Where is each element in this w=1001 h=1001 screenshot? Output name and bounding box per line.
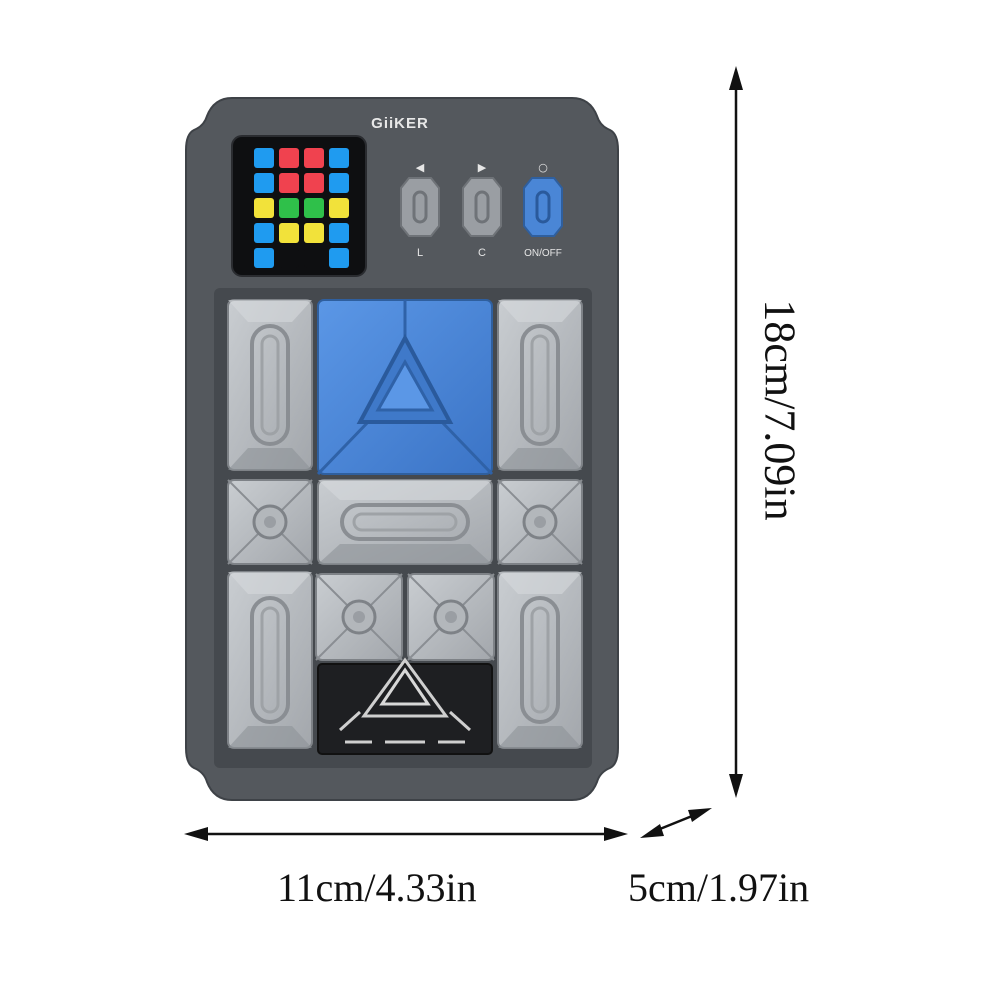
tile-vertical-bottom-right[interactable] bbox=[497, 571, 583, 749]
width-dimension-arrow bbox=[184, 827, 628, 841]
screen-pixel-yellow bbox=[254, 198, 274, 218]
tile-vertical-top-right[interactable] bbox=[497, 299, 583, 471]
button-label: L bbox=[417, 247, 423, 259]
tile-small-bottom-left[interactable] bbox=[315, 573, 403, 661]
arrow-left-icon: ◀ bbox=[416, 161, 425, 174]
button-c[interactable]: ▶C bbox=[462, 161, 502, 259]
exit-slot bbox=[317, 657, 493, 755]
width-dimension-label: 11cm/4.33in bbox=[277, 865, 477, 910]
tile-square-mid-right[interactable] bbox=[497, 479, 583, 565]
screen-pixel-yellow bbox=[279, 223, 299, 243]
tile-vertical-bottom-left[interactable] bbox=[227, 571, 313, 749]
power-symbol-icon: ○ bbox=[538, 161, 548, 174]
screen-pixel-red bbox=[304, 173, 324, 193]
tile-horizontal-middle[interactable] bbox=[317, 479, 493, 565]
brand-logo: GiiKER bbox=[371, 115, 429, 132]
screen-pixel-blue bbox=[254, 248, 274, 268]
depth-dimension-arrow bbox=[640, 808, 712, 838]
screen-pixel-off bbox=[304, 248, 324, 268]
screen-pixel-blue bbox=[329, 173, 349, 193]
display-pixel-grid bbox=[254, 148, 349, 268]
control-buttons: ◀L▶C○ON/OFF bbox=[400, 161, 563, 259]
screen-pixel-green bbox=[304, 198, 324, 218]
screen-pixel-blue bbox=[254, 148, 274, 168]
height-dimension-arrow bbox=[729, 66, 743, 798]
screen-pixel-blue bbox=[329, 223, 349, 243]
button-l[interactable]: ◀L bbox=[400, 161, 440, 259]
screen-pixel-blue bbox=[329, 248, 349, 268]
button-label: ON/OFF bbox=[524, 248, 562, 259]
depth-dimension-label: 5cm/1.97in bbox=[628, 865, 810, 910]
tile-large-blue[interactable] bbox=[316, 299, 494, 476]
height-dimension-label: 18cm/7.09in bbox=[755, 299, 805, 521]
screen-pixel-red bbox=[279, 173, 299, 193]
screen-pixel-blue bbox=[254, 173, 274, 193]
screen-pixel-yellow bbox=[304, 223, 324, 243]
screen-pixel-yellow bbox=[329, 198, 349, 218]
arrow-right-icon: ▶ bbox=[478, 161, 487, 174]
button-label: C bbox=[478, 247, 486, 259]
screen-pixel-off bbox=[279, 248, 299, 268]
screen-pixel-red bbox=[279, 148, 299, 168]
screen-pixel-blue bbox=[329, 148, 349, 168]
screen-pixel-blue bbox=[254, 223, 274, 243]
tile-square-mid-left[interactable] bbox=[227, 479, 313, 565]
tile-vertical-top-left[interactable] bbox=[227, 299, 313, 471]
screen-pixel-green bbox=[279, 198, 299, 218]
tile-small-bottom-right[interactable] bbox=[407, 573, 495, 661]
screen-pixel-red bbox=[304, 148, 324, 168]
power-button[interactable]: ○ ON/OFF bbox=[523, 161, 563, 259]
